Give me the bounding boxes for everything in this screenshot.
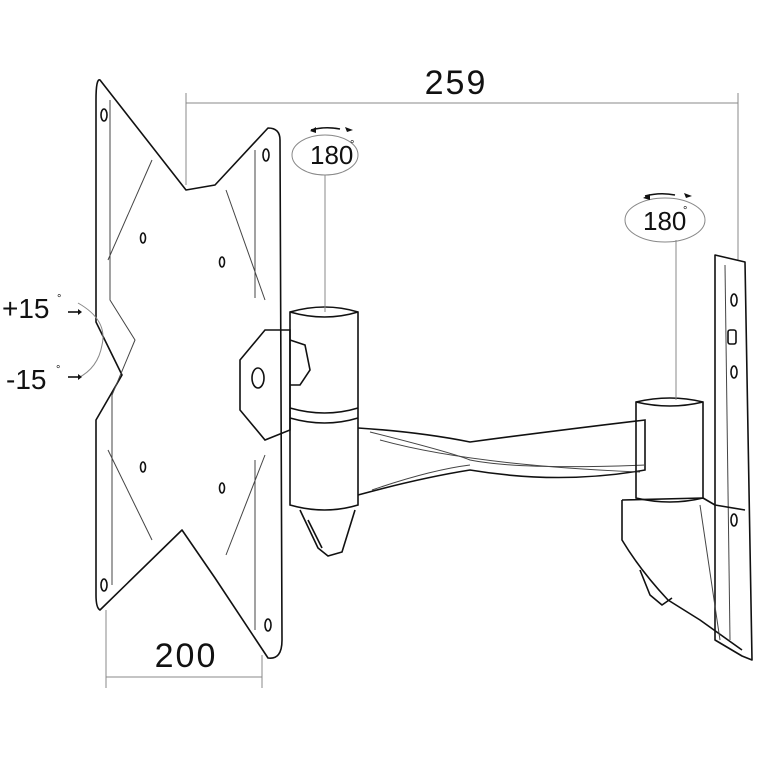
swing-arm: [357, 419, 646, 496]
vesa-dimension: 200: [105, 610, 263, 688]
arm-swivel-indicator: 180 °: [291, 126, 359, 176]
width-dimension-label: 259: [425, 64, 488, 102]
tilt-up-unit: °: [57, 293, 61, 305]
width-dimension: 259: [185, 64, 739, 260]
tilt-hinge: [239, 329, 311, 441]
wall-plate: [621, 254, 753, 661]
tilt-down-unit: °: [56, 364, 60, 376]
wall-joint-column: [635, 240, 704, 503]
vesa-dimension-label: 200: [155, 637, 218, 675]
arm-joint-column: [289, 175, 359, 557]
arm-swivel-unit: °: [350, 139, 354, 151]
tilt-up-value: +15: [2, 293, 50, 324]
arm-swivel-value: 180: [310, 140, 353, 170]
tilt-indicator: +15 ° -15 °: [2, 293, 104, 395]
tilt-down-value: -15: [6, 364, 46, 395]
vesa-plate: [95, 79, 283, 659]
wall-swivel-unit: °: [683, 205, 687, 217]
wall-swivel-value: 180: [643, 206, 686, 236]
wall-swivel-indicator: 180 °: [624, 192, 706, 243]
